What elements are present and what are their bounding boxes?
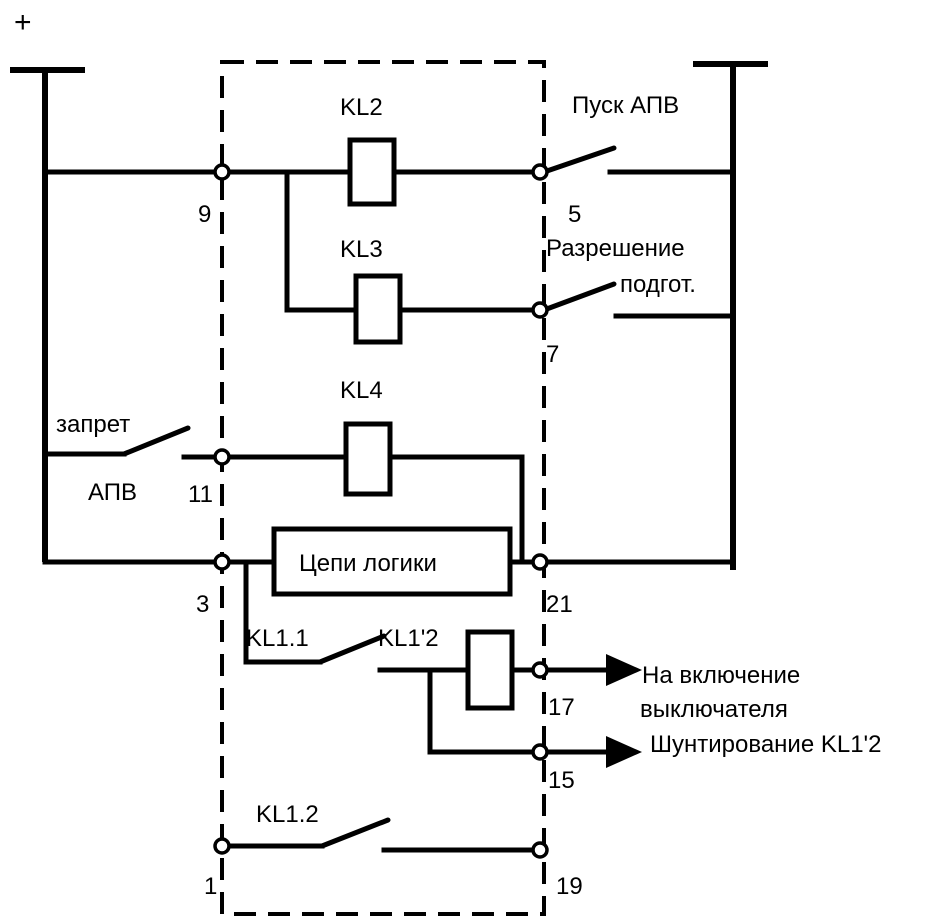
terminal-19	[531, 841, 549, 859]
terminal-5-label: 5	[568, 201, 581, 228]
terminal-15-label: 15	[548, 767, 575, 794]
terminal-1	[213, 837, 231, 855]
kl1-2-contact	[319, 817, 391, 849]
kl1-coil	[465, 629, 515, 711]
terminal-3	[213, 553, 231, 571]
logic-circuits-label: Цепи логики	[299, 550, 437, 577]
terminal-3-label: 3	[196, 591, 209, 618]
terminal-11-label: 11	[188, 481, 213, 508]
razreshenie-label-2: подгот.	[620, 271, 696, 298]
terminal-11	[213, 448, 231, 466]
kl1-2-contact-label: KL1.2	[256, 801, 319, 828]
terminal-21-label: 21	[546, 591, 573, 618]
kl3-label: KL3	[340, 236, 383, 263]
terminal-5	[531, 163, 549, 181]
terminal-21	[531, 553, 549, 571]
kl4-coil	[343, 421, 393, 497]
terminal-17	[531, 661, 549, 679]
zapret-label-1: запрет	[56, 411, 130, 438]
razreshenie-contact	[541, 281, 617, 313]
kl4-label: KL4	[340, 377, 383, 404]
module-boundary	[220, 60, 546, 916]
kl1-1-label: KL1.1	[246, 625, 309, 652]
razreshenie-label-1: Разрешение	[546, 235, 685, 262]
pusk-apv-label: Пуск АПВ	[572, 92, 679, 119]
shunt-arrow	[606, 736, 642, 768]
kl3-coil	[353, 273, 403, 345]
terminal-7-label: 7	[546, 341, 559, 368]
logic-circuits-box	[271, 526, 513, 597]
terminal-9	[213, 163, 231, 181]
switch-on-arrow	[606, 654, 642, 686]
shunt-label: Шунтирование KL1'2	[650, 731, 881, 758]
zapret-label-2: АПВ	[88, 479, 137, 506]
kl1-1-contact	[317, 633, 387, 665]
switch-on-label-1: На включение	[642, 662, 800, 689]
pusk-apv-contact	[541, 145, 617, 175]
kl2-coil	[347, 137, 397, 207]
switch-on-label-2: выключателя	[640, 696, 788, 723]
terminal-1-label: 1	[204, 873, 217, 900]
zapret-apv-contact	[121, 425, 191, 457]
terminal-15	[531, 743, 549, 761]
terminal-9-label: 9	[198, 201, 211, 228]
kl2-label: KL2	[340, 94, 383, 121]
terminal-17-label: 17	[548, 694, 575, 721]
plus-sign: +	[14, 6, 32, 39]
terminal-7	[531, 301, 549, 319]
kl1-2-coil-label: KL1'2	[378, 625, 439, 652]
terminal-19-label: 19	[556, 873, 583, 900]
